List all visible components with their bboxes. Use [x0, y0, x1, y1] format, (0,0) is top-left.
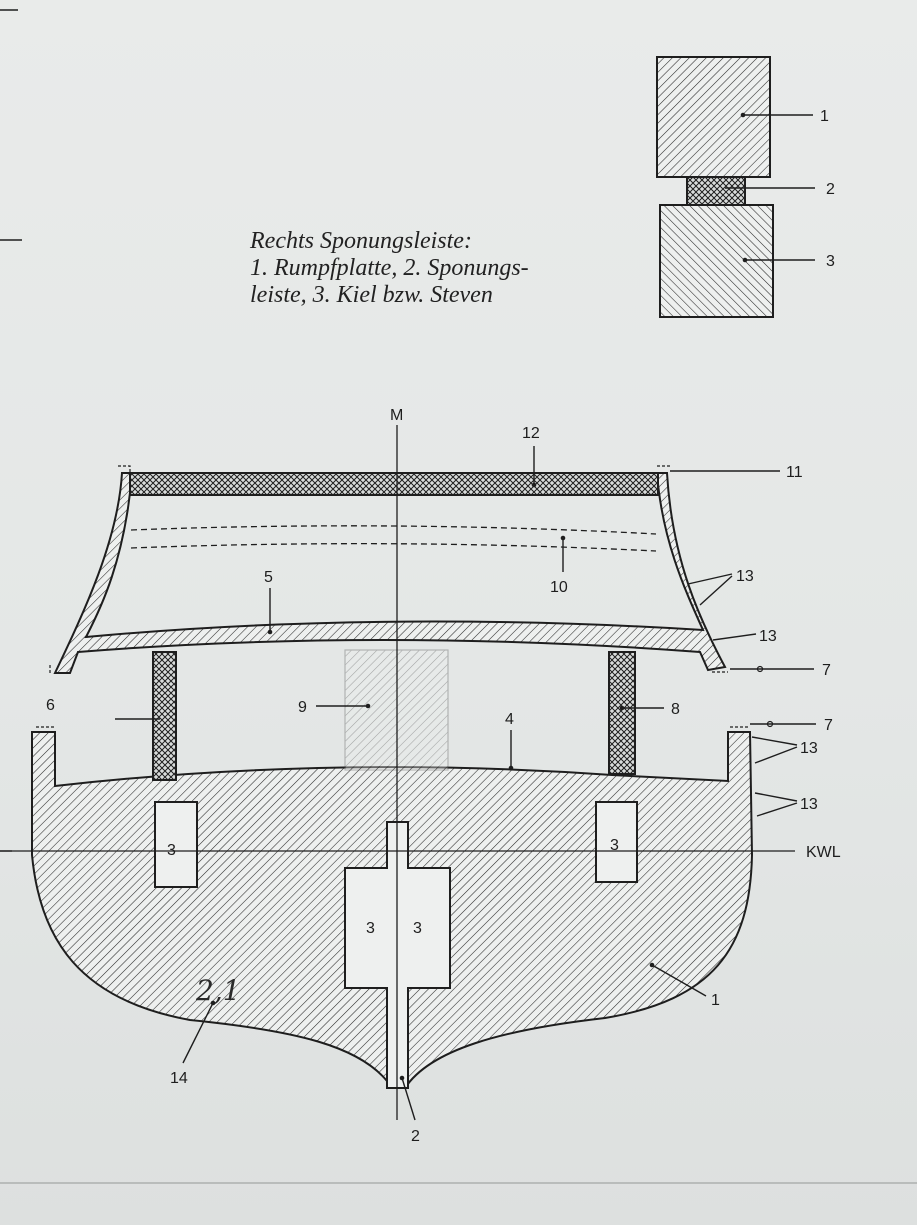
stanchion-right [608, 651, 636, 775]
label-opening: 6 [46, 697, 55, 714]
caption-line-3: leiste, 3. Kiel bzw. Steven [250, 282, 493, 308]
leader-dot-4 [508, 765, 514, 771]
label-stanchion: 8 [671, 701, 680, 718]
leader-dot-5 [267, 629, 273, 635]
label-planking-lower: 13 [800, 740, 818, 757]
leader-13a-2 [699, 575, 733, 606]
detail-keel [659, 204, 774, 318]
label-keel-left: 3 [167, 842, 176, 859]
detail-label-3: 3 [826, 253, 835, 270]
label-planking-bottom: 13 [800, 796, 818, 813]
detail-hull-plate [656, 56, 771, 178]
dashed-line-lower [130, 543, 657, 552]
detail-label-2: 2 [826, 181, 835, 198]
label-planking-corner: 13 [759, 628, 777, 645]
stanchion-left [152, 651, 177, 781]
leader-dot-2-bottom [399, 1075, 405, 1081]
leader-13c-2 [754, 746, 798, 764]
label-rabbet: 2 [411, 1128, 420, 1145]
leader-dot-9 [365, 703, 371, 709]
label-keel-right: 3 [610, 837, 619, 854]
label-waterline: KWL [806, 844, 841, 861]
leader-dot-1 [649, 962, 655, 968]
rail-pin-lower [766, 720, 774, 728]
leader-13c-1 [751, 736, 798, 746]
keel-block-left [154, 801, 198, 888]
rail-pin-upper [756, 665, 764, 673]
label-stem-left: 3 [366, 920, 375, 937]
label-centerline: M [390, 407, 403, 424]
leader-dot-10 [560, 535, 566, 541]
leader-dot-14 [210, 1000, 216, 1006]
label-rail-top: 11 [786, 464, 803, 481]
leader-14 [182, 1002, 214, 1064]
label-stem-right: 3 [413, 920, 422, 937]
label-rail-upper: 7 [822, 662, 831, 679]
dashed-line-upper [130, 525, 657, 535]
top-deck-plank [129, 472, 659, 496]
label-main-deck: 4 [505, 711, 514, 728]
label-upper-deck: 5 [264, 569, 273, 586]
leader-13d-2 [756, 802, 798, 817]
label-hull: 1 [711, 992, 720, 1009]
label-hatch: 9 [298, 699, 307, 716]
upper-structure [53, 472, 727, 674]
detail-label-1: 1 [820, 108, 829, 125]
caption-line-1: Rechts Sponungsleiste: [250, 228, 472, 254]
caption-line-2: 1. Rumpfplatte, 2. Sponungs- [250, 255, 529, 281]
label-handwritten: 14 [170, 1070, 188, 1087]
leader-1 [651, 964, 707, 997]
label-deck-top: 12 [522, 425, 540, 442]
leader-13d-1 [754, 792, 798, 802]
handwritten-note: 2,1 [195, 974, 241, 1007]
detail-rabbet-strip [686, 176, 746, 206]
label-planking-upper: 13 [736, 568, 754, 585]
tip-left-top [118, 465, 131, 472]
caption: Rechts Sponungsleiste: 1. Rumpfplatte, 2… [250, 228, 610, 309]
leader-2-bottom [401, 1077, 416, 1121]
leader-dot-8 [619, 705, 625, 711]
leader-13b [712, 633, 757, 641]
leader-dot-12 [531, 482, 537, 488]
label-dashed-lines: 10 [550, 579, 568, 596]
keel-block-right [595, 801, 638, 883]
leader-13a-1 [687, 573, 733, 585]
label-rail-lower: 7 [824, 717, 833, 734]
